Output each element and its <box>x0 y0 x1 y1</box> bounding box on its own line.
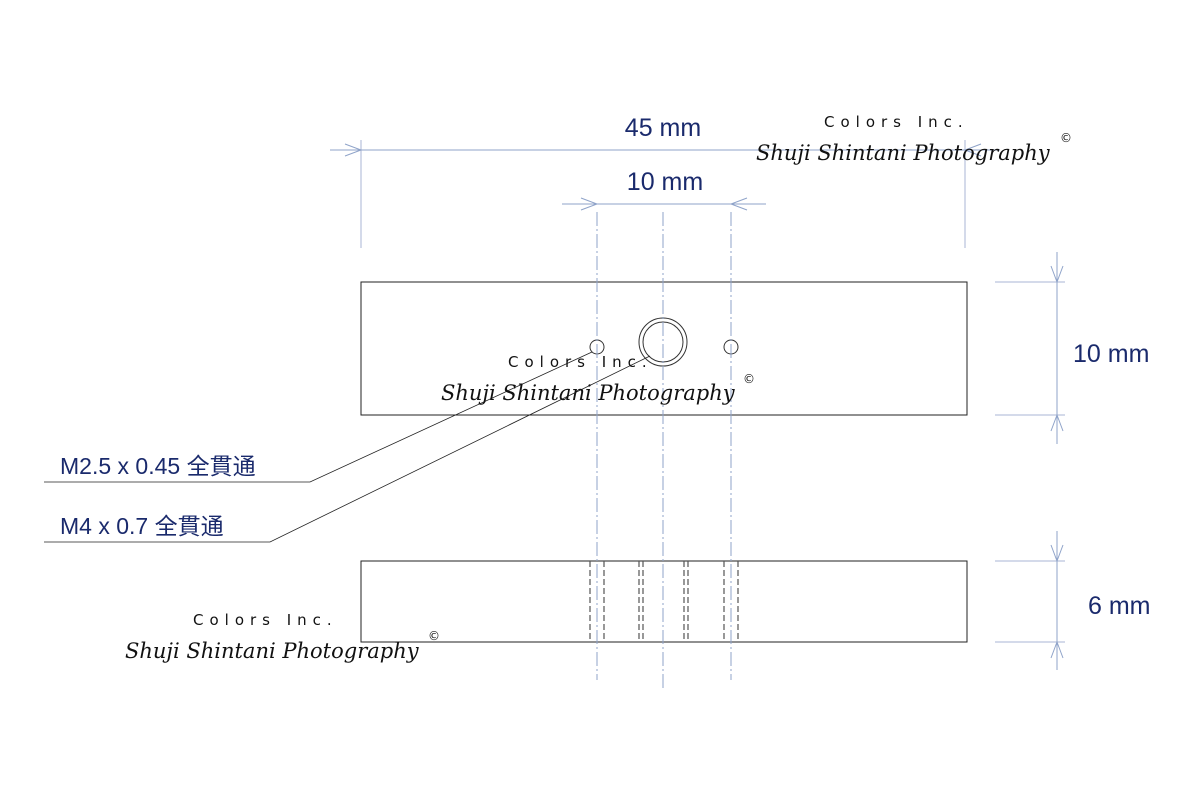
dimension-top-height <box>995 252 1065 444</box>
dimension-hole-spacing <box>562 197 766 211</box>
dimension-overall-width <box>330 140 1000 248</box>
watermark-center: Colors Inc. Shuji Shintani Photography © <box>441 353 755 405</box>
svg-text:©: © <box>1060 131 1072 145</box>
svg-text:Colors Inc.: Colors Inc. <box>193 611 338 629</box>
svg-text:Shuji Shintani Photography: Shuji Shintani Photography <box>125 639 420 663</box>
callout-center-hole: M4 x 0.7 全貫通 <box>60 513 224 539</box>
dimension-label-top-height: 10 mm <box>1073 340 1149 368</box>
svg-text:Shuji Shintani Photography: Shuji Shintani Photography <box>756 141 1051 165</box>
dimension-thickness <box>995 531 1065 670</box>
svg-text:Shuji Shintani Photography: Shuji Shintani Photography <box>441 381 736 405</box>
part-side-view <box>360 560 968 643</box>
svg-text:Colors Inc.: Colors Inc. <box>508 353 653 371</box>
watermark-top-right: Colors Inc. Shuji Shintani Photography © <box>756 113 1072 165</box>
svg-text:Colors Inc.: Colors Inc. <box>824 113 969 131</box>
callout-small-hole: M2.5 x 0.45 全貫通 <box>60 453 256 479</box>
dimension-label-hole-spacing: 10 mm <box>627 168 703 196</box>
watermark-bottom-left: Colors Inc. Shuji Shintani Photography © <box>125 611 440 663</box>
svg-text:©: © <box>428 629 440 643</box>
dimension-label-thickness: 6 mm <box>1088 592 1151 620</box>
leader-small-hole <box>44 351 593 483</box>
dimension-label-overall-width: 45 mm <box>625 114 701 142</box>
hidden-hole-lines <box>589 561 739 642</box>
part-top-view <box>360 281 968 416</box>
svg-text:©: © <box>743 372 755 386</box>
leader-center-hole <box>44 355 651 543</box>
